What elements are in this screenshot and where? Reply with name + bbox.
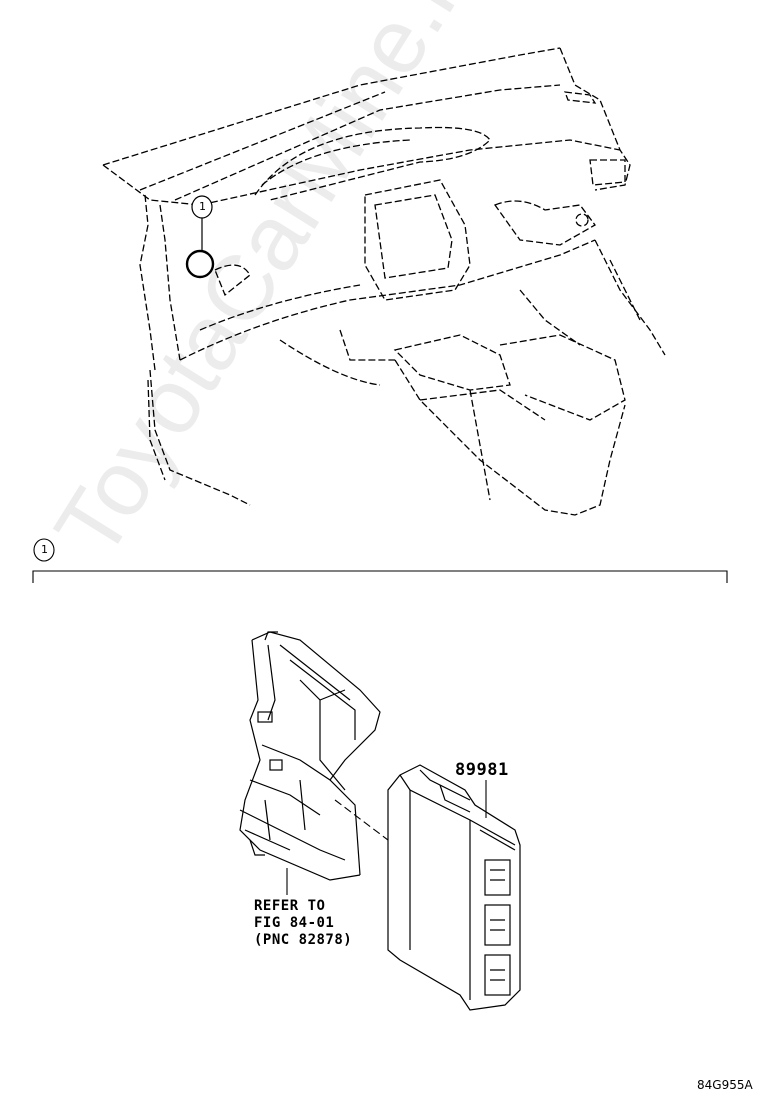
- dashboard-illustration: [102, 47, 666, 516]
- ecu-module: [387, 764, 521, 1011]
- mounting-bracket: [239, 631, 381, 881]
- part-number-label: 89981: [455, 760, 509, 780]
- assembly-line: [334, 799, 389, 841]
- reference-note-line1: REFER TO: [254, 898, 326, 914]
- figure-code: 84G955A: [697, 1078, 753, 1092]
- callout-label-section: 1: [41, 543, 48, 556]
- reference-note-line2: FIG 84-01: [254, 915, 335, 931]
- callout-marker-top: [185, 195, 215, 279]
- section-bracket: [32, 538, 728, 583]
- reference-note-line3: (PNC 82878): [254, 932, 353, 948]
- callout-label-top: 1: [199, 200, 206, 213]
